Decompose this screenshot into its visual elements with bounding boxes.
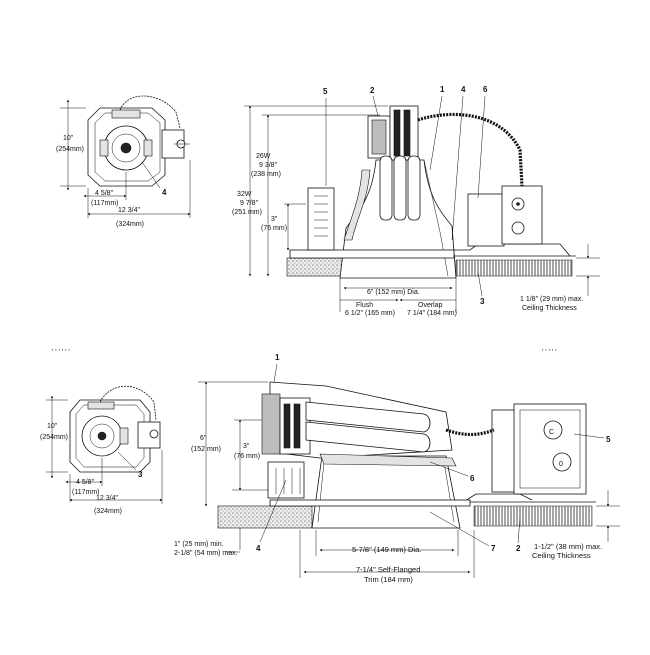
bottom-dim-ceil-max: 2-1/8" (54 mm) max. xyxy=(174,550,238,557)
top-callout-5: 5 xyxy=(323,87,328,96)
top-plan-offset: 4 5/8" xyxy=(95,190,114,197)
top-dim-32w-mm: (251 mm) xyxy=(232,209,262,216)
bottom-elevation-view: C 0 1 5 6 7 2 4 6" (152 mm) 3" (76 mm) 1… xyxy=(174,353,620,584)
bottom-dim-thick-label: Ceiling Thickness xyxy=(532,551,591,560)
bottom-dim-ceil-min: 1" (25 mm) min. xyxy=(174,541,224,548)
top-callout-6: 6 xyxy=(483,85,488,94)
top-junction-box xyxy=(501,185,543,245)
svg-text:C: C xyxy=(549,429,554,436)
bottom-reflector xyxy=(311,455,461,529)
header-fragment-left: ' ' ' ' ' ' xyxy=(52,349,70,356)
top-lamp-tube-1 xyxy=(379,155,393,221)
bottom-callout-2: 2 xyxy=(516,544,521,553)
top-dim-ceiling-label: Ceiling Thickness xyxy=(522,305,577,312)
bottom-dim-3in: 3" xyxy=(243,443,250,450)
bottom-dim-3in-mm: (76 mm) xyxy=(234,453,260,460)
bottom-dim-dia: 5-7/8" (149 mm) Dia. xyxy=(352,545,421,554)
bottom-lamp-tube-2 xyxy=(305,421,431,453)
top-plan-height-mm: (254mm) xyxy=(56,146,84,153)
header-fragment-right: ' ' ' ' ' xyxy=(542,349,556,356)
bottom-junction-box xyxy=(513,403,587,495)
top-dim-3in-mm: (76 mm) xyxy=(261,225,287,232)
bottom-ceiling-left xyxy=(217,505,313,529)
top-lamp-tube-3 xyxy=(407,155,421,221)
top-callout-4: 4 xyxy=(461,85,466,94)
top-plan-callout-4: 4 xyxy=(162,188,167,197)
bottom-lamp-socket xyxy=(261,393,281,455)
top-plan-width-mm: (324mm) xyxy=(116,221,144,228)
bottom-dim-trim-label: Trim (184 mm) xyxy=(364,575,413,584)
top-callout-1: 1 xyxy=(440,85,445,94)
top-dim-dia: 6" (152 mm) Dia. xyxy=(367,289,420,296)
top-elevation-view: 5 2 1 4 6 3 32W 9 7/8" (251 mm) 26W 9 3/… xyxy=(232,85,600,317)
top-dim-3in: 3" xyxy=(271,216,278,223)
top-dim-26w-in: 9 3/8" xyxy=(259,162,278,169)
top-dim-overlap-val: 7 1/4" (184 mm) xyxy=(407,310,457,317)
bottom-callout-7: 7 xyxy=(491,544,496,553)
top-ceiling-left xyxy=(286,257,346,277)
bottom-callout-1: 1 xyxy=(275,353,280,362)
bottom-callout-6: 6 xyxy=(470,474,475,483)
bottom-dim-6in: 6" xyxy=(200,435,207,442)
top-dim-26w-mm: (238 mm) xyxy=(251,171,281,178)
bottom-dim-6in-mm: (152 mm) xyxy=(191,446,221,453)
top-dim-32w-in: 9 7/8" xyxy=(240,200,259,207)
top-plan-offset-mm: (117mm) xyxy=(91,200,118,207)
top-lamp-tube-2 xyxy=(393,155,407,221)
bottom-plan-junction-box xyxy=(137,421,161,449)
bottom-plan-height: 10" xyxy=(47,423,58,430)
top-ceiling-right xyxy=(455,259,573,277)
bottom-dim-thick-max: 1-1/2" (38 mm) max. xyxy=(534,542,602,551)
top-callout-2: 2 xyxy=(370,86,375,95)
bottom-callout-4: 4 xyxy=(256,544,261,553)
bottom-plan-housing xyxy=(69,385,161,473)
bottom-ceiling-right xyxy=(473,505,593,527)
bottom-lamp-tube-1 xyxy=(305,401,431,433)
top-dim-32w: 32W xyxy=(237,191,252,198)
bottom-callout-5: 5 xyxy=(606,435,611,444)
bottom-dim-trim: 7-1/4" Self-Flanged xyxy=(356,565,420,574)
top-dim-flush-val: 6 1/2" (165 mm) xyxy=(345,310,395,317)
svg-text:0: 0 xyxy=(559,461,563,468)
bottom-plan-offset-mm: (117mm) xyxy=(72,489,99,496)
bottom-plan-width: 12 3/4" xyxy=(96,495,118,502)
top-callout-3: 3 xyxy=(480,297,485,306)
top-plan-height: 10" xyxy=(63,135,74,142)
top-dim-flush: Flush xyxy=(356,302,373,309)
top-plan-view: 10" (254mm) 4 5/8" (117mm) 12 3/4" (324m… xyxy=(56,95,191,228)
top-plan-width: 12 3/4" xyxy=(118,207,140,214)
bottom-plan-height-mm: (254mm) xyxy=(40,434,68,441)
top-dim-26w: 26W xyxy=(256,153,271,160)
top-dim-overlap: Overlap xyxy=(418,302,443,309)
top-dim-ceiling-max: 1 1/8" (29 mm) max. xyxy=(520,296,583,303)
bottom-plan-callout-3: 3 xyxy=(138,470,143,479)
top-flex-conduit xyxy=(417,112,524,187)
bottom-plan-offset: 4 5/8" xyxy=(76,479,95,486)
bottom-plan-view: 10" (254mm) 4 5/8" (117mm) 12 3/4" (324m… xyxy=(40,385,163,515)
bottom-plan-width-mm: (324mm) xyxy=(94,508,122,515)
bottom-flex-conduit xyxy=(445,428,495,437)
top-ballast xyxy=(307,187,335,251)
top-plan-housing xyxy=(87,95,190,187)
